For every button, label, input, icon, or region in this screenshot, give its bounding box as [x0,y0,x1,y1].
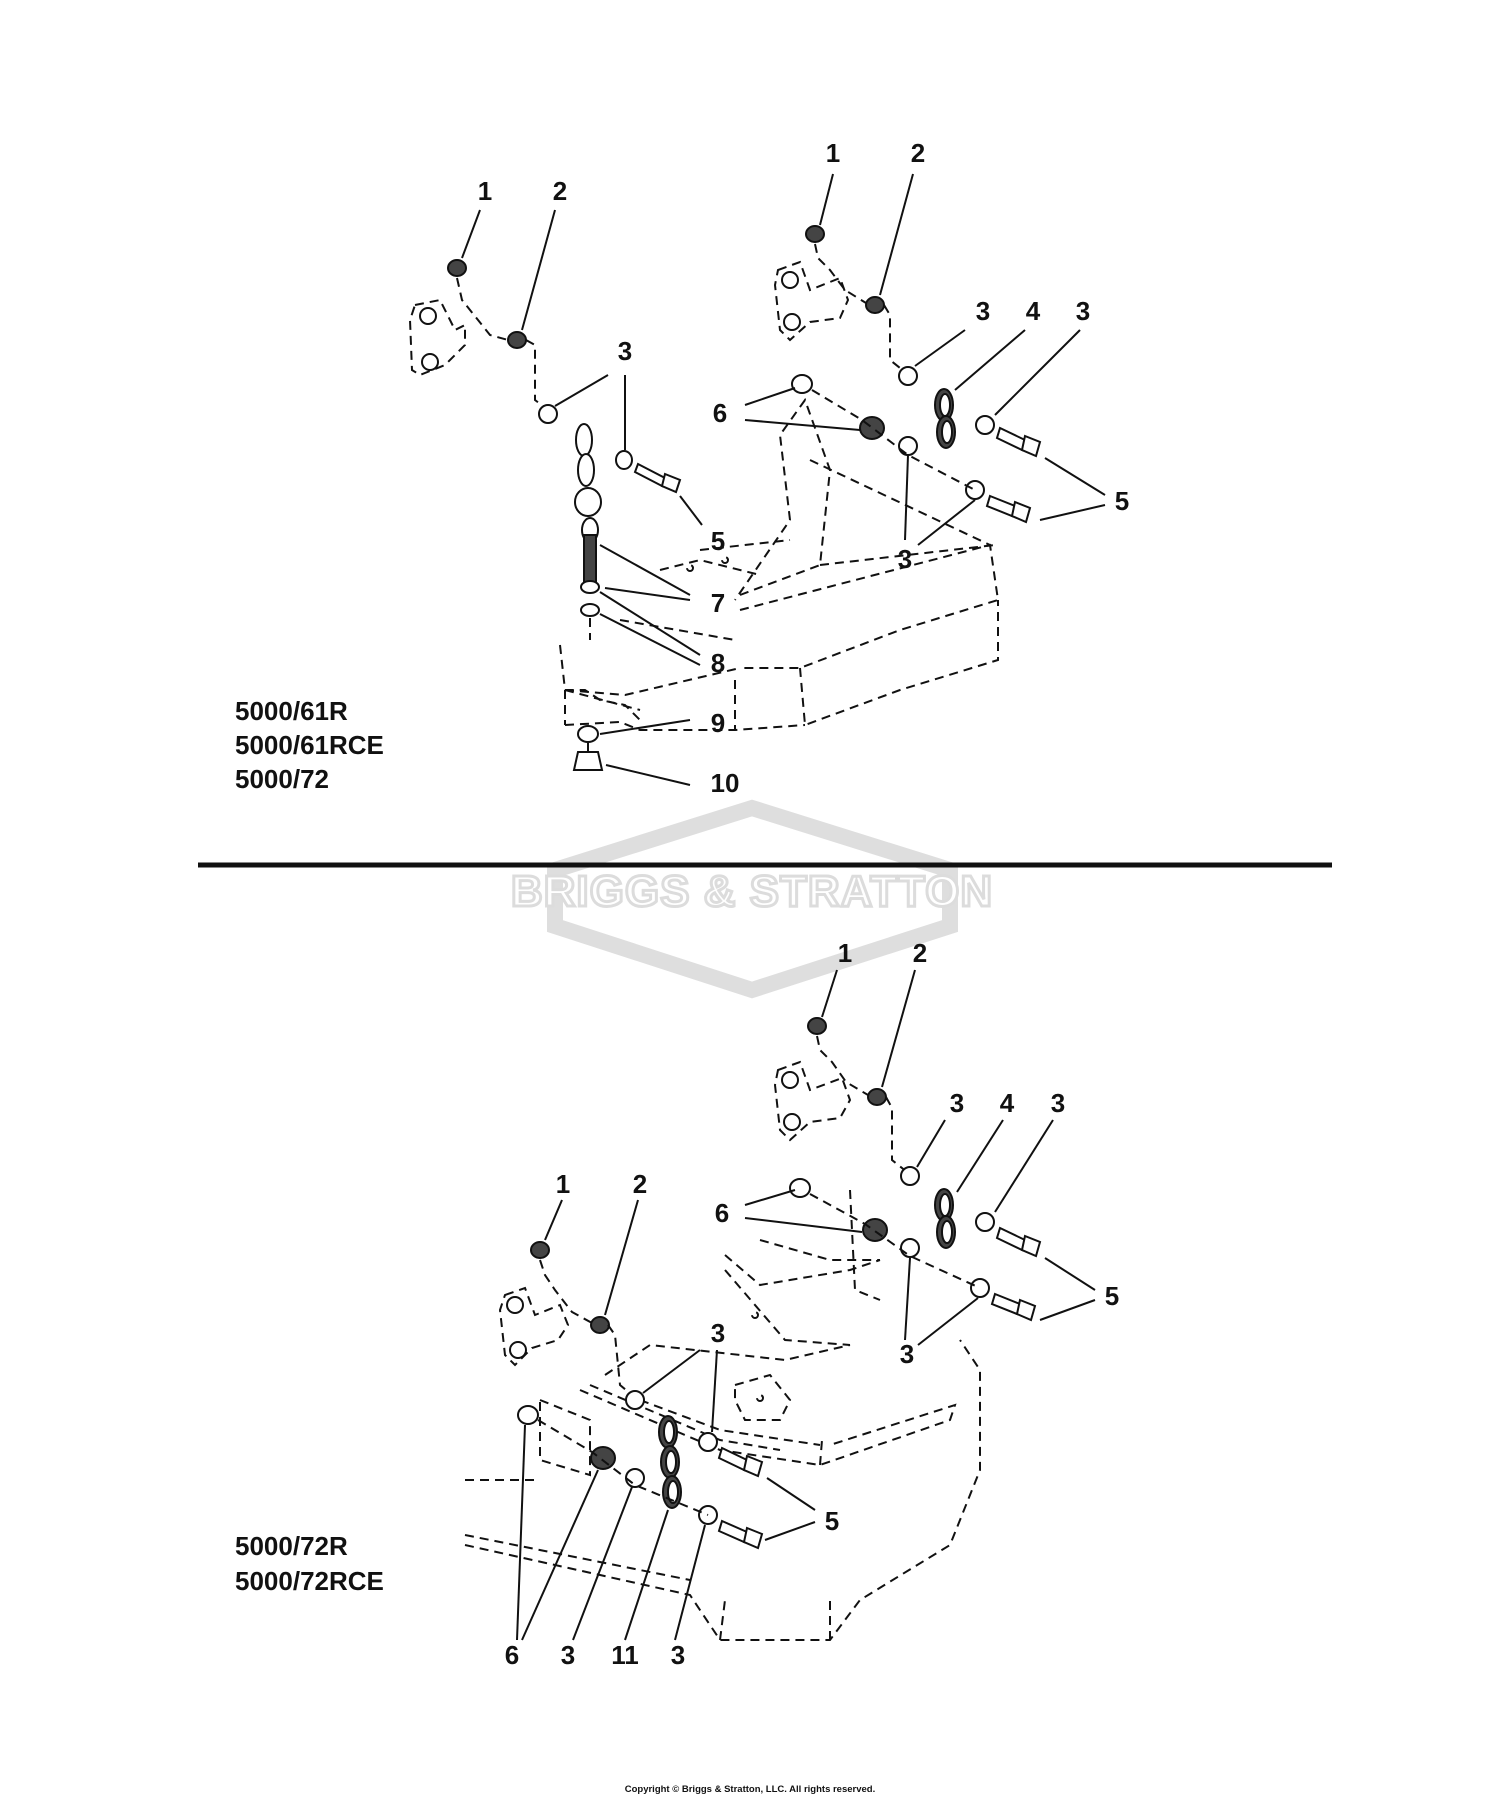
bottom-lower-bolt-1 [717,1446,764,1478]
top-callout: 3 [898,544,912,574]
top-left-washer-2 [615,450,633,470]
top-nut-1 [791,374,813,394]
bottom-callout: 1 [556,1169,570,1199]
top-left-bolt [633,462,682,494]
top-callout: 2 [911,138,925,168]
briggs-stratton-watermark: BRIGGS & STRATTON [509,799,994,999]
bottom-callout: 2 [633,1169,647,1199]
top-callout: 10 [711,768,740,798]
top-left-hanger-bracket [408,259,549,411]
bottom-upper-washer-2 [975,1212,995,1232]
bottom-lower-chain [658,1415,682,1509]
top-left-washer-1 [538,404,558,424]
bottom-lower-stud-line [537,1419,709,1516]
top-model-label: 5000/72 [235,764,329,794]
top-right-washer-3 [965,480,985,500]
bottom-upper-washer-1 [900,1166,920,1186]
bottom-upper-chain [934,1188,956,1249]
bottom-callout: 5 [825,1506,839,1536]
top-right-hanger-bracket [773,225,906,373]
top-model-label: 5000/61R [235,696,348,726]
top-callout: 3 [1076,296,1090,326]
top-deck-outline [559,397,1000,731]
bottom-lower-nut-2 [590,1446,616,1470]
bottom-callout: 3 [900,1339,914,1369]
top-right-bolt-2 [985,494,1032,524]
bottom-callout: 6 [505,1640,519,1670]
bottom-upper-bolt-1 [995,1226,1042,1258]
top-leader-lines [461,173,1106,786]
bottom-callout: 3 [950,1088,964,1118]
top-center-washer [898,436,918,456]
bottom-callout: 4 [1000,1088,1015,1118]
top-callout: 5 [711,526,725,556]
top-right-bolt-1 [995,426,1042,458]
top-right-washer-1 [898,366,918,386]
bottom-lower-nut-1 [517,1405,539,1425]
top-callout: 4 [1026,296,1041,326]
bottom-callout: 3 [561,1640,575,1670]
bottom-callout: 3 [711,1318,725,1348]
top-nut-2 [859,416,885,440]
bottom-upper-center-washer [900,1238,920,1258]
copyright-footer: Copyright © Briggs & Stratton, LLC. All … [624,1784,876,1795]
top-callout: 8 [711,648,725,678]
top-callout: 6 [713,398,727,428]
top-right-washer-2 [975,415,995,435]
bottom-model-label: 5000/72RCE [235,1566,384,1596]
top-right-chain [934,388,956,449]
top-callout: 3 [976,296,990,326]
top-callout: 9 [711,708,725,738]
bottom-deck-outline [464,1189,981,1641]
bottom-lower-bolt-2 [717,1519,764,1550]
top-diagram: 1 2 3 1 2 3 4 3 6 5 5 3 7 8 9 10 5000/61… [235,138,1129,798]
top-callout: 5 [1115,486,1129,516]
bottom-callout: 6 [715,1198,729,1228]
watermark-text: BRIGGS & STRATTON [511,867,993,916]
bottom-upper-nut-1 [789,1178,811,1198]
bottom-upper-nut-2 [862,1218,888,1242]
bottom-diagram: 1 2 3 4 3 1 2 6 5 3 3 5 6 3 11 3 5000/72… [235,938,1119,1670]
bottom-callout: 2 [913,938,927,968]
bottom-upper-washer-3 [970,1278,990,1298]
bottom-callout: 5 [1105,1281,1119,1311]
bottom-lower-washer-2 [698,1432,718,1452]
bottom-callout: 1 [838,938,852,968]
bottom-callout: 11 [611,1640,639,1670]
bottom-upper-bolt-2 [990,1292,1037,1322]
bottom-leader-lines [516,969,1096,1641]
top-callout: 3 [618,336,632,366]
top-chain-eyebolt [572,423,604,771]
top-callout: 1 [478,176,492,206]
bottom-lower-center-washer [625,1468,645,1488]
bottom-model-label: 5000/72R [235,1531,348,1561]
top-model-label: 5000/61RCE [235,730,384,760]
bottom-callout: 3 [671,1640,685,1670]
top-stud-line [811,389,976,491]
bottom-upper-hanger-bracket [773,1017,908,1173]
top-callout: 1 [826,138,840,168]
bottom-lower-washer-1 [625,1390,645,1410]
top-callout: 7 [711,588,725,618]
bottom-upper-stud-line [809,1193,981,1289]
bottom-lower-hanger-bracket [498,1241,633,1396]
bottom-callout: 3 [1051,1088,1065,1118]
top-callout: 2 [553,176,567,206]
